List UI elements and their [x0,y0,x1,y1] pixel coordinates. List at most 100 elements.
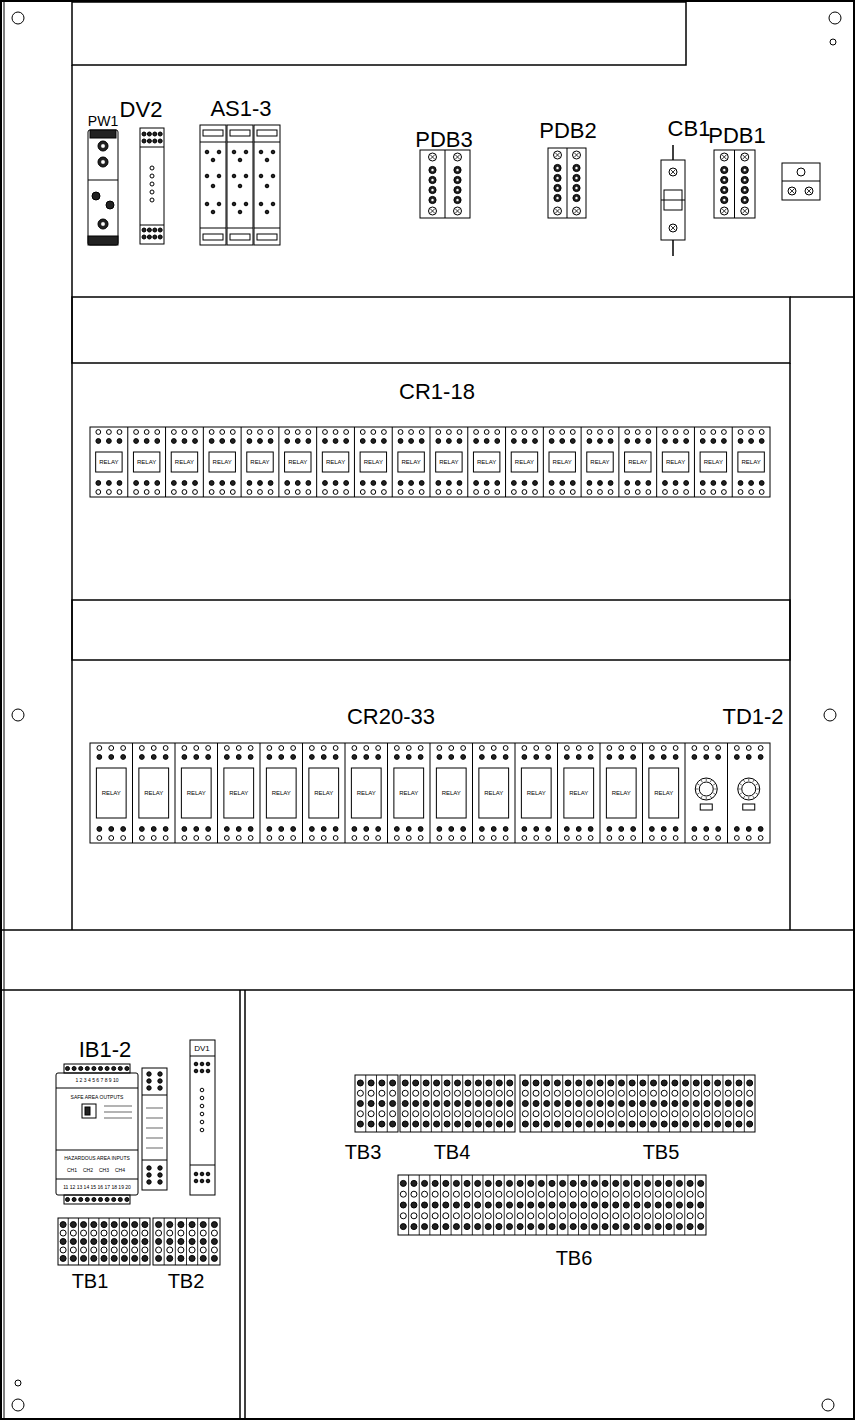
terminal [194,1172,198,1176]
relay-window [549,452,575,472]
terminal [406,746,411,751]
terminal [586,1121,592,1127]
terminal [390,1090,396,1096]
terminal [522,1111,528,1117]
relay-label: RELAY [399,790,418,796]
terminal-screw [573,174,580,181]
terminal [651,1121,657,1127]
relay-divider [316,427,317,497]
terminal-divider [637,1075,638,1132]
terminal [444,1111,450,1117]
terminal-block [153,1218,220,1265]
terminal [147,1173,151,1177]
terminal [105,1198,109,1202]
indicator [200,1112,204,1116]
part-label: AS1-3 [210,98,271,120]
terminal [81,1230,87,1236]
screw-slot [430,209,435,214]
terminal [70,1247,76,1253]
terminal [676,1202,682,1208]
screw-slot [455,209,460,214]
device-marking: CH2 [83,1168,93,1173]
terminal [587,481,592,486]
terminal [101,1247,107,1253]
terminal-divider [546,1175,547,1235]
relay-window [266,768,296,818]
terminal [200,1222,206,1228]
terminal [422,1202,428,1208]
relay: RELAY [345,743,388,843]
terminal-screw [721,186,728,193]
timer-tick [757,789,760,790]
terminal [418,836,423,841]
terminal [171,481,176,486]
terminal [533,1111,539,1117]
terminal [507,1191,513,1197]
edge-line [190,1056,215,1057]
terminal-screw [454,166,461,173]
terminal [437,836,442,841]
terminal [608,1121,614,1127]
terminal [230,481,235,486]
terminal [142,1255,148,1261]
terminal [211,1230,217,1236]
terminal [479,827,484,832]
terminal [479,755,484,760]
part-label: TB4 [434,1142,471,1162]
terminal [178,1222,184,1228]
terminal [607,755,612,760]
terminal [676,1213,682,1219]
terminal [60,1247,66,1253]
breaker-body [661,160,685,240]
terminal [602,1224,608,1230]
terminal [734,746,739,751]
terminal-strip [64,1195,130,1204]
relay-window [96,768,126,818]
terminal-screw [431,178,434,181]
terminal [211,184,215,188]
wire-duct [72,2,686,65]
terminal [333,746,338,751]
terminal [484,439,489,444]
breaker-lead [672,145,674,160]
relay-divider [467,427,468,497]
terminal [455,1111,461,1117]
barrier-detail [146,1148,163,1149]
terminal [533,439,538,444]
terminal [684,481,689,486]
terminal [640,1080,646,1086]
terminal-block [400,1075,515,1132]
terminal [422,1180,428,1186]
terminal [564,746,569,751]
terminal [491,746,496,751]
terminal [619,827,624,832]
terminal [464,1180,470,1186]
terminal [475,1111,481,1117]
indicator [150,198,154,202]
terminal-screw [101,222,106,227]
terminal [749,481,754,486]
terminal [418,827,423,832]
terminal [364,755,369,760]
terminal [576,1080,582,1086]
terminal [217,150,221,154]
relay: RELAY [558,743,601,843]
terminal [279,836,284,841]
terminal [402,1111,408,1117]
terminal [560,1224,566,1230]
terminal-screw [454,196,461,203]
relay-window [96,452,122,472]
terminal-divider [621,1175,622,1235]
relay: RELAY [430,743,473,843]
relay-label: RELAY [272,790,291,796]
terminal [171,430,176,435]
relay-window [224,768,254,818]
barrier-detail [146,1108,163,1109]
terminal-block [153,1218,220,1265]
terminal [602,1191,608,1197]
terminal [736,1080,742,1086]
terminal [649,827,654,832]
terminal [496,1080,502,1086]
terminal [533,1101,539,1107]
terminal [321,755,326,760]
